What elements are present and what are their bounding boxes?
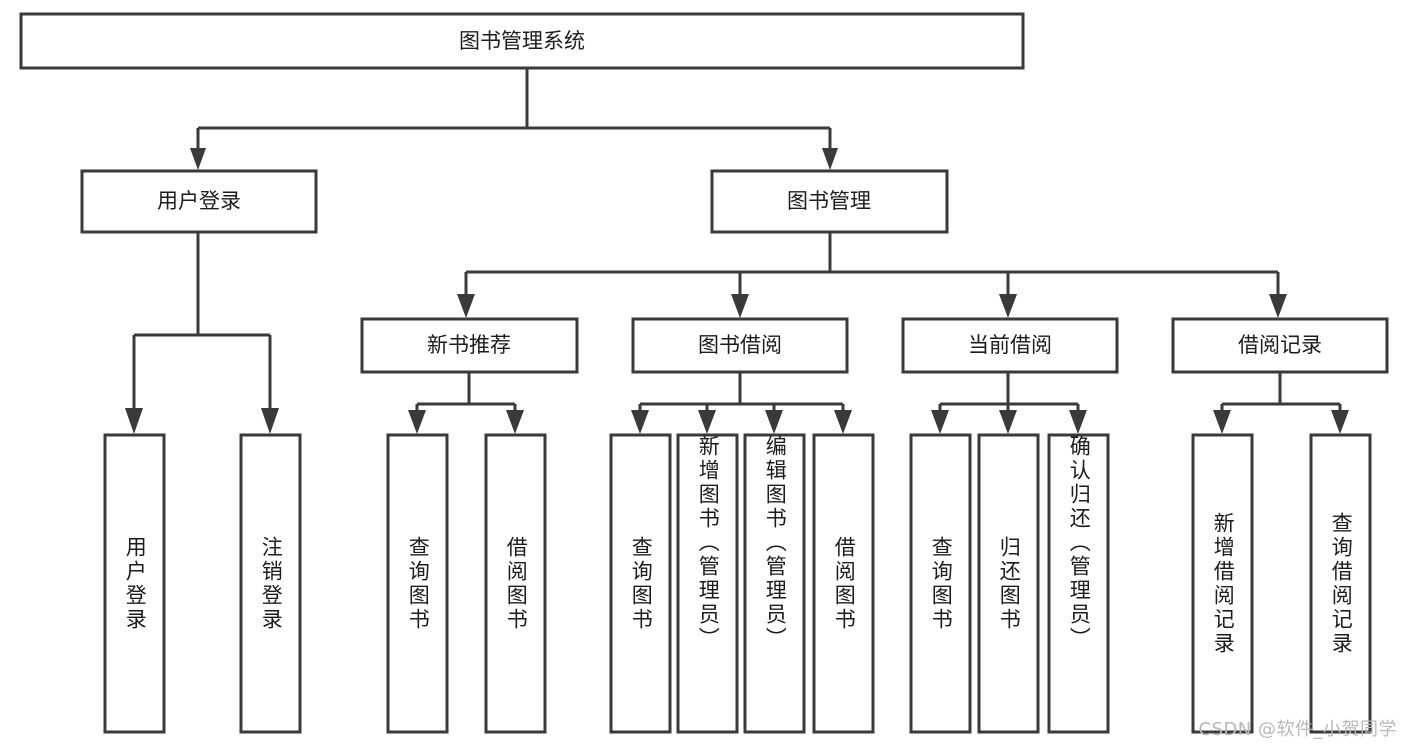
node-leaf-query-record-box[interactable] [1309,433,1372,734]
node-leaf-borrow-book-2-box[interactable] [812,433,875,734]
arrow-head-leaf-query-book-1 [408,410,426,434]
node-leaf-query-book-1-box[interactable] [386,433,449,734]
arrow-head-new-book-rec [457,294,475,318]
node-book-borrow-label: 图书借阅 [698,333,782,357]
node-root-box[interactable] [19,12,1025,70]
arrow-head-leaf-user-login [125,408,143,434]
node-root-label: 图书管理系统 [459,29,585,53]
arrow-head-book-borrow [731,294,749,318]
arrow-head-leaf-confirm-return [1069,410,1087,434]
node-leaf-return-book-box[interactable] [977,433,1040,734]
watermark-text: CSDN @软件_小贺同学 [1198,719,1397,740]
node-user-login-box[interactable] [80,169,318,234]
node-leaf-edit-book-box[interactable] [743,433,806,734]
node-new-book-rec-box[interactable] [360,317,579,374]
node-new-book-rec-label: 新书推荐 [427,333,511,357]
node-leaf-query-book-3-box[interactable] [909,433,972,734]
arrow-head-leaf-add-book [698,410,716,434]
nodes-layer: 图书管理系统 用户登录 图书管理 新书推荐 图书借阅 当前借阅 借阅记录 [19,12,1389,734]
node-book-borrow-box[interactable] [631,317,849,374]
node-leaf-add-record-box[interactable] [1191,433,1254,734]
node-borrow-record-box[interactable] [1171,317,1389,374]
node-current-borrow-box[interactable] [901,317,1119,374]
arrow-head-leaf-add-record [1213,410,1231,434]
arrow-head-user-login [190,148,206,170]
node-current-borrow-label: 当前借阅 [968,333,1052,357]
arrow-head-leaf-return-book [999,410,1017,434]
arrow-head-leaf-query-book-2 [631,410,649,434]
arrow-head-leaf-query-record [1331,410,1349,434]
node-user-login-label: 用户登录 [157,189,241,213]
node-book-manage-box[interactable] [710,169,949,234]
arrow-head-borrow-record [1269,294,1287,318]
arrow-head-leaf-query-book-3 [931,410,949,434]
arrow-head-book-manage [822,148,838,170]
arrow-head-current-borrow [999,294,1017,318]
connectors-layer [125,68,1349,434]
arrow-head-leaf-borrow-book-2 [834,410,852,434]
node-leaf-confirm-return-box[interactable] [1047,433,1110,734]
arrow-head-leaf-edit-book [765,410,783,434]
arrow-head-leaf-borrow-book-1 [506,410,524,434]
node-leaf-user-login-box[interactable] [103,433,166,734]
node-book-manage-label: 图书管理 [787,189,871,213]
node-borrow-record-label: 借阅记录 [1238,333,1322,357]
node-leaf-query-book-2-box[interactable] [609,433,672,734]
node-leaf-logout-login-box[interactable] [239,433,302,734]
node-leaf-add-book-box[interactable] [676,433,739,734]
arrow-head-leaf-logout-login [261,408,279,434]
node-leaf-borrow-book-1-box[interactable] [484,433,547,734]
